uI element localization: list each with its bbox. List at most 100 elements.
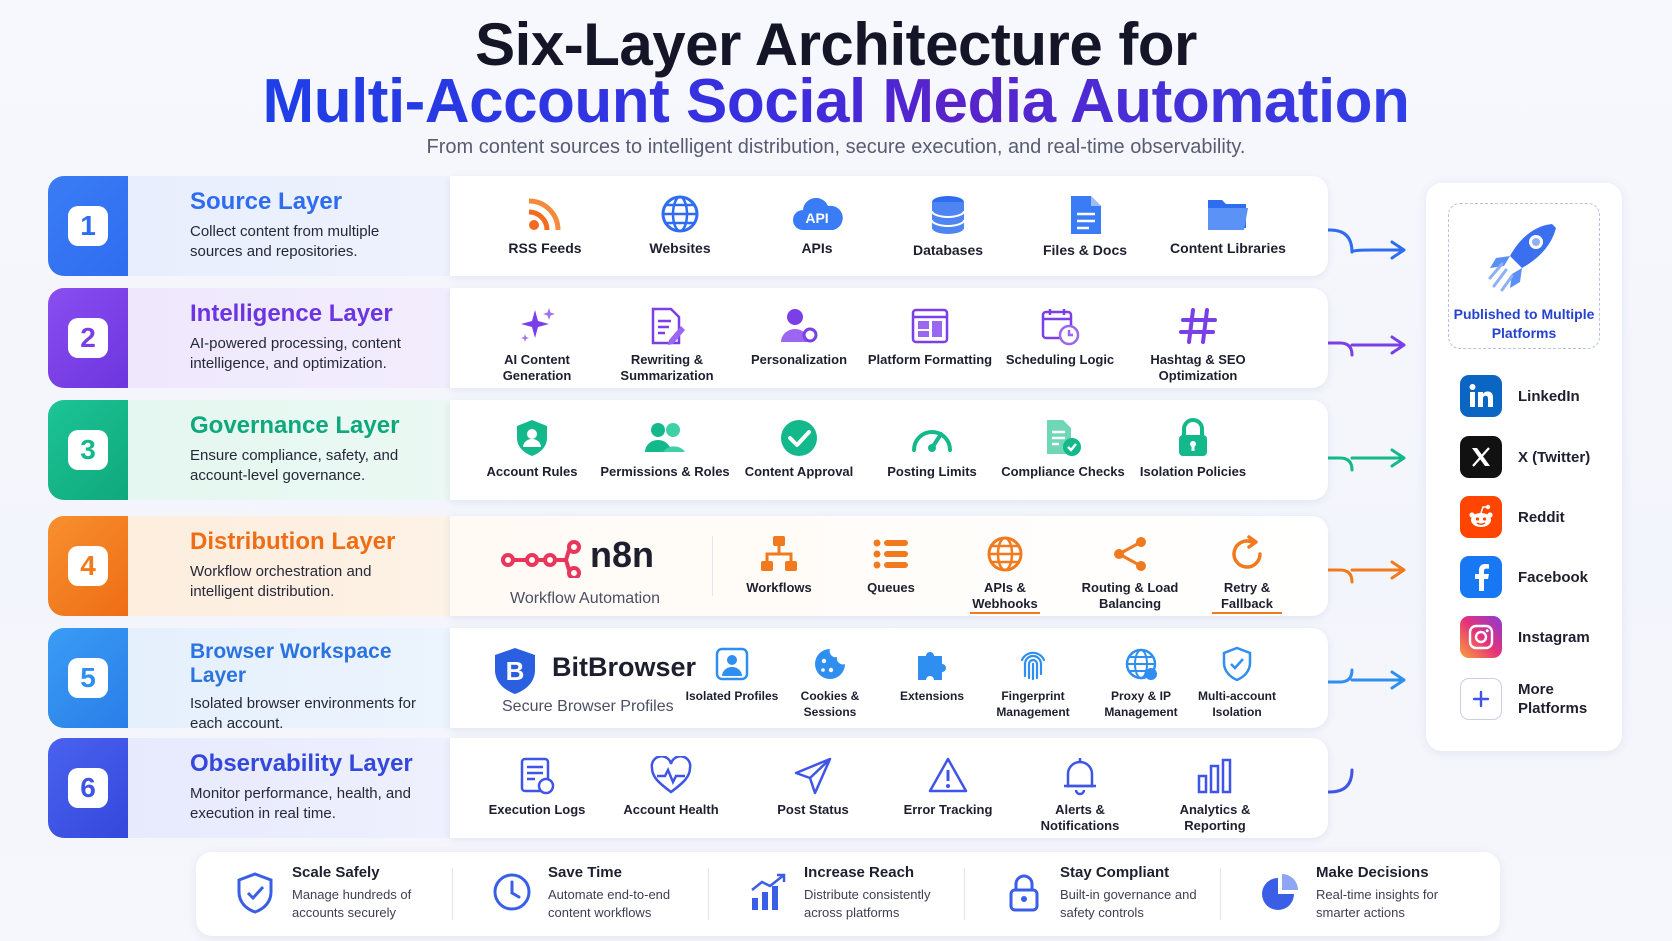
svg-text:API: API <box>805 210 828 226</box>
document-check-icon <box>1047 420 1081 456</box>
item-routing-load-balancing: Routing & Load Balancing <box>1065 516 1195 616</box>
divider <box>712 536 713 596</box>
item-platform-formatting: Platform Formatting <box>865 288 995 388</box>
item-label: Fingerprint Management <box>996 689 1070 719</box>
item-execution-logs: Execution Logs <box>472 738 602 838</box>
item-cookies-sessions: Cookies & Sessions <box>775 628 885 728</box>
layer-info: Intelligence Layer AI-powered processing… <box>128 288 450 388</box>
platform-name: More Platforms <box>1518 681 1588 717</box>
check-circle-icon <box>781 420 817 456</box>
workflow-icon <box>761 536 797 571</box>
item-label: Personalization <box>750 352 848 367</box>
clock-icon <box>493 873 531 911</box>
item-extensions: Extensions <box>877 628 987 728</box>
item-databases: Databases <box>883 176 1013 276</box>
layer-badge: 3 <box>48 400 128 500</box>
item-retry-fallback: Retry & Fallback <box>1182 516 1312 616</box>
platform-more: More Platforms <box>1460 677 1610 721</box>
item-ai-content-generation: AI Content Generation <box>472 288 602 388</box>
item-label: Rewriting & Summarization <box>620 352 714 383</box>
layer-description: Workflow orchestration and intelligent d… <box>190 563 372 600</box>
item-label: Permissions & Roles <box>600 464 730 479</box>
share-icon <box>1114 537 1146 571</box>
cookie-icon <box>815 649 845 679</box>
layer-title: Governance Layer <box>190 412 400 439</box>
bell-icon <box>1064 758 1096 796</box>
item-label: Posting Limits <box>887 464 977 479</box>
item-apis-webhooks: APIs & Webhooks <box>940 516 1070 616</box>
layer-title: Source Layer <box>190 188 343 215</box>
item-proxy-ip-management: Proxy & IP Management <box>1086 628 1196 728</box>
edit-document-icon <box>651 307 685 345</box>
item-fingerprint-management: Fingerprint Management <box>978 628 1088 728</box>
rocket-icon <box>1488 224 1556 292</box>
divider <box>452 868 453 920</box>
item-label: Workflows <box>746 580 812 595</box>
arrowhead-3 <box>1390 448 1406 468</box>
publish-panel: Published to Multiple Platforms LinkedIn… <box>1426 183 1622 751</box>
layer-title: Distribution Layer <box>190 528 396 555</box>
item-label: Websites <box>649 240 711 256</box>
benefit-title: Scale Safely <box>292 864 380 881</box>
item-label: Compliance Checks <box>1001 464 1125 479</box>
connector-out1 <box>1350 248 1402 254</box>
profile-icon <box>715 647 749 681</box>
published-box: Published to Multiple Platforms <box>1448 203 1600 349</box>
item-label: Post Status <box>777 802 849 817</box>
layer-info: Governance Layer Ensure compliance, safe… <box>128 400 450 500</box>
item-label: Account Rules <box>486 464 578 479</box>
arrowhead-5 <box>1390 670 1406 690</box>
platform-name: Reddit <box>1518 508 1565 526</box>
item-isolated-profiles: Isolated Profiles <box>677 628 787 728</box>
globe-ip-icon <box>1125 648 1157 680</box>
item-account-health: Account Health <box>606 738 736 838</box>
arrowhead-2 <box>1390 335 1406 355</box>
layer-info: Observability Layer Monitor performance,… <box>128 738 450 838</box>
api-cloud-icon: API <box>793 197 843 230</box>
database-icon <box>931 196 965 234</box>
item-label: Platform Formatting <box>867 352 993 367</box>
benefit-description: Built-in governance and safety controls <box>1060 887 1197 920</box>
item-post-status: Post Status <box>748 738 878 838</box>
plus-icon <box>1460 678 1502 720</box>
item-error-tracking: Error Tracking <box>883 738 1013 838</box>
hashtag-icon <box>1179 308 1217 344</box>
divider <box>964 868 965 920</box>
refresh-icon <box>1232 535 1262 569</box>
benefit-save-time: Save Time Automate end-to-end content wo… <box>452 852 708 936</box>
n8n-brand-subtitle: Workflow Automation <box>510 590 660 607</box>
user-settings-icon <box>781 309 818 343</box>
users-icon <box>645 423 685 452</box>
benefit-description: Automate end-to-end content workflows <box>548 887 671 920</box>
puzzle-icon <box>918 652 946 680</box>
item-label: Hashtag & SEO Optimization <box>1150 352 1246 383</box>
instagram-icon <box>1460 616 1502 658</box>
calendar-clock-icon <box>1041 309 1080 346</box>
growth-chart-icon <box>751 873 786 910</box>
svg-text:B: B <box>506 656 525 686</box>
shield-check-icon <box>1222 646 1252 682</box>
published-label: Published to Multiple Platforms <box>1453 306 1595 341</box>
n8n-brand-name: n8n <box>590 534 655 575</box>
benefit-description: Real-time insights for smarter actions <box>1316 887 1439 920</box>
layer-number: 3 <box>68 430 108 470</box>
layer-number: 1 <box>68 206 108 246</box>
heart-pulse-icon <box>650 756 692 794</box>
fingerprint-icon <box>1020 651 1046 681</box>
layer-items: AI Content Generation Rewriting & Summar… <box>450 288 1328 388</box>
page-title-line2: Multi-Account Social Media Automation <box>0 66 1672 137</box>
shield-user-icon <box>517 420 547 456</box>
platform-name: LinkedIn <box>1518 387 1580 405</box>
layer-info: Distribution Layer Workflow orchestratio… <box>128 516 450 616</box>
layer-badge: 4 <box>48 516 128 616</box>
item-label: APIs <box>801 240 833 256</box>
item-label: Isolated Profiles <box>685 689 779 703</box>
item-scheduling-logic: Scheduling Logic <box>995 288 1125 388</box>
benefit-description: Distribute consistently across platforms <box>804 887 931 920</box>
bitbrowser-brand-name: BitBrowser <box>552 652 697 682</box>
item-compliance-checks: Compliance Checks <box>998 400 1128 500</box>
layer-info: Source Layer Collect content from multip… <box>128 176 450 276</box>
benefit-title: Increase Reach <box>804 864 915 881</box>
connector-layer6 <box>1282 768 1354 794</box>
benefit-title: Save Time <box>548 864 622 881</box>
